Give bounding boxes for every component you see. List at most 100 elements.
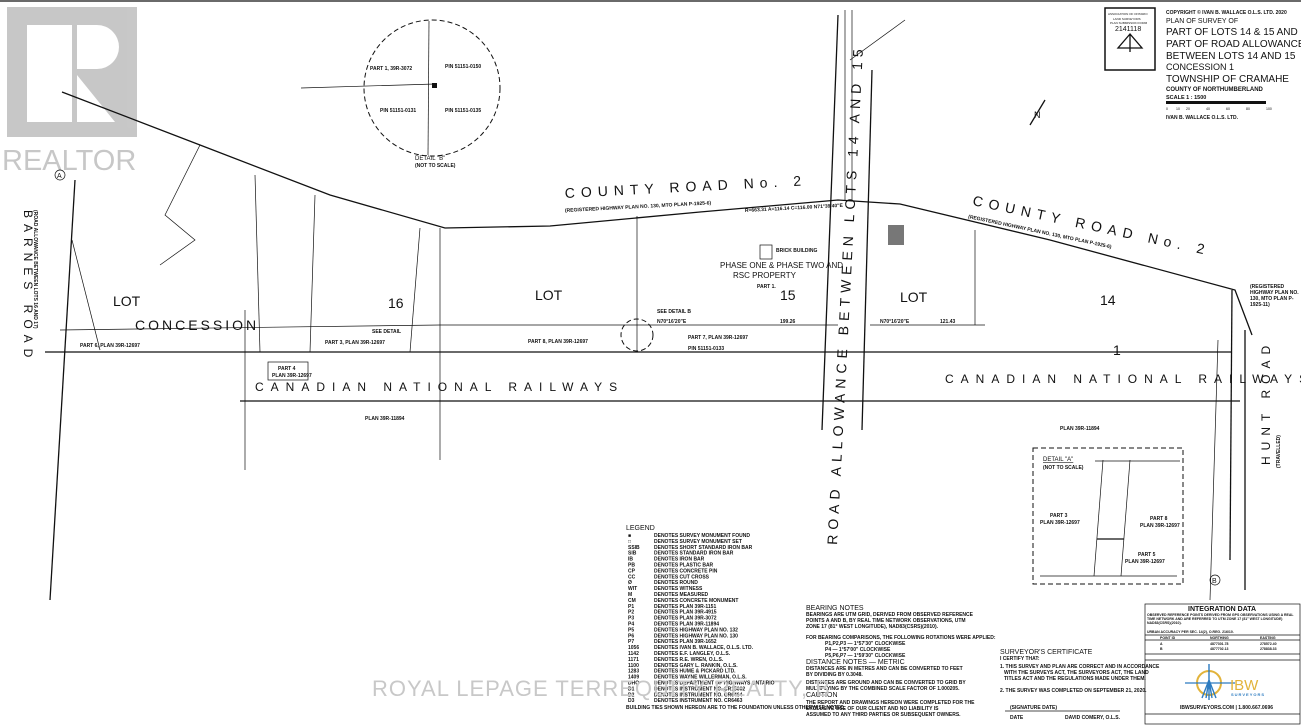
surveyor-name: DAVID COMERY, O.L.S. [1065,715,1121,721]
barnes-road-sub: (ROAD ALLOWANCE BETWEEN LOTS 16 AND 17) [32,210,38,329]
rotation: P5,P6,P7 — 1°59'30" CLOCKWISE [825,653,906,659]
legend-item: DENOTES ROUND [654,580,698,586]
legend-item: DENOTES MEASURED [654,592,709,598]
bearing-title: BEARING NOTES [806,605,864,612]
brick-building: BRICK BUILDING [776,248,817,254]
county-road-left-label: COUNTY ROAD No. 2 [564,172,807,201]
title-line: BETWEEN LOTS 14 AND 15 [1166,51,1296,62]
integration-title: INTEGRATION DATA [1188,606,1256,613]
table-header: EASTING [1260,636,1276,640]
see-detail: SEE DETAIL [372,329,401,335]
parcel-lines [45,10,1253,601]
rotation: P1,P2,P3 — 1°57'30" CLOCKWISE [825,641,906,647]
railway-left-label: CANADIAN NATIONAL RAILWAYS [255,380,624,394]
legend-item: DENOTES INSTRUMENT NO. CR15602 [654,686,745,692]
legend-item: DENOTES SURVEY MONUMENT FOUND [654,533,750,539]
seal-number: 2141118 [1115,26,1141,33]
legend-symbol: ■ [628,533,631,539]
legend-item: DENOTES CONCRETE MONUMENT [654,598,738,604]
bearing-text: ZONE 17 (81° WEST LONGITUDE), NAD83(CSRS… [806,624,939,630]
ibw-logo-icon [1185,664,1235,700]
ground-text: DISTANCES ARE GROUND AND CAN BE CONVERTE… [806,680,966,686]
detail-b-title: DETAIL "B" [415,156,445,162]
part7-label: PART 7, PLAN 39R-12697 [688,335,748,341]
ibw-logo-text: IBW [1230,677,1259,694]
legend-symbol: 1171 [628,657,639,663]
legend-symbol: 1100 [628,663,639,669]
seal-line3: PLAN SUBMISSION FORM [1110,21,1148,25]
legend-item: DENOTES WITNESS [654,586,703,592]
bearing-text: POINTS A AND B, BY REAL TIME NETWORK OBS… [806,618,966,624]
date-label: DATE [1010,715,1024,721]
plan-of: PLAN OF SURVEY OF [1166,18,1238,25]
scale-bar [1166,101,1266,104]
barnes-road-label: BARNES ROAD [21,210,35,363]
part6-label: PART 6, PLAN 39R-12697 [80,343,140,349]
certificate-item: WITH THE SURVEYS ACT, THE SURVEYORS ACT,… [1004,670,1149,676]
county-road-left-sub: (REGISTERED HIGHWAY PLAN NO. 130, MTO PL… [565,200,712,214]
integration-text: OBSERVED REFERENCE POINTS DERIVED FROM G… [1147,613,1294,625]
legend-symbol: PB [628,563,635,569]
see-detail-b: SEE DETAIL B [657,309,691,315]
legend-item: DENOTES SHORT STANDARD IRON BAR [654,545,753,551]
caution-title: CAUTION [806,692,838,699]
caution-text: ASSUMED TO ANY THIRD PARTIES OR SUBSEQUE… [806,712,961,718]
legend-symbol: 1409 [628,675,639,681]
legend-symbol: P5 [628,627,634,633]
certificate-item: 2. THE SURVEY WAS COMPLETED ON SEPTEMBER… [1000,688,1147,694]
detail-a-right: PART 8 [1150,516,1168,522]
part8-label: PART 8, PLAN 39R-12697 [528,339,588,345]
legend-item: DENOTES STANDARD IRON BAR [654,551,734,557]
legend-item: DENOTES PLAN 39R-4915 [654,610,717,616]
ibw-logo-sub: SURVEYORS [1231,692,1265,697]
legend-item: DENOTES PLASTIC BAR [654,563,714,569]
legend-symbol: CM [628,598,636,604]
legend-title: LEGEND [626,525,655,532]
legend-item: DENOTES PLAN 39R-11894 [654,622,719,628]
hunt-road-sub: (TRAVELLED) [1276,435,1282,468]
distance-mid: 199.26 [780,319,796,325]
distance-text: DISTANCES ARE IN METRES AND CAN BE CONVE… [806,666,963,672]
legend-symbol: WIT [628,586,637,592]
lot-label-right: LOT [900,289,928,305]
detail-a: DETAIL "A" (NOT TO SCALE) PART 3 PLAN 39… [1032,447,1184,585]
integration-accuracy: URBAN ACCURACY PER SEC. 14(2), O.REG. 21… [1147,630,1234,634]
caution-text: THE REPORT AND DRAWINGS HEREON WERE COMP… [806,700,975,706]
table-header: NORTHING [1210,636,1229,640]
legend-symbol: P3 [628,616,634,622]
legend-symbol: D1 [628,686,635,692]
scale-tick: 0 [1166,107,1168,111]
scale-tick: 60 [1226,107,1230,111]
lot-16-label: 16 [388,295,404,311]
scale-tick: 40 [1206,107,1210,111]
bearing-mid: N70°16'20"E [657,319,687,325]
certificate-item: TITLES ACT AND THE REGULATIONS MADE UNDE… [1004,676,1146,682]
notes: BEARING NOTES FOR BEARING COMPARISONS, T… [806,605,996,718]
legend-item: DENOTES E.F. LANGLEY, O.L.S. [654,651,731,657]
scale-tick: 80 [1246,107,1250,111]
detail-a-left-plan: PLAN 39R-12697 [1040,520,1080,526]
legend-symbol: Ø [628,580,632,586]
distance-right: 121.43 [940,319,956,325]
integration-data: INTEGRATION DATA OBSERVED REFERENCE POIN… [1144,603,1301,725]
legend-symbol: 1056 [628,645,639,651]
legend-item: DENOTES HIGHWAY PLAN NO. 130 [654,633,738,639]
phase-label: PHASE ONE & PHASE TWO AND [720,261,843,270]
detail-b-q4: PIN 51151-0135 [445,108,481,114]
legend-item: DENOTES INSTRUMENT NO. CR6463 [654,698,743,704]
detail-b-q2: PIN 51151-0150 [445,64,481,70]
monument-a-icon [54,169,66,181]
part4-plan: PLAN 39R-12697 [272,373,312,379]
legend-symbol: 1142 [628,651,639,657]
legend-item: DENOTES HUME & PICKARD LTD. [654,669,736,675]
part1-label: PART 1. [757,284,776,290]
brokerage-watermark: ROYAL LEPAGE TERREQUITY REALTY, B [372,676,831,701]
detail-a-bottom: PART 5 [1138,552,1156,558]
scale: SCALE 1 : 1500 [1166,95,1206,101]
part3-label: PART 3, PLAN 39R-12697 [325,340,385,346]
bearing-right: N70°16'20"E [880,319,910,325]
distance-text: BY DIVIDING BY 0.3048. [806,672,863,678]
seal-line1: ASSOCIATION OF ONTARIO [1108,12,1148,16]
concession-1-label: 1 [1113,342,1121,358]
table-cell: B [1160,647,1163,651]
